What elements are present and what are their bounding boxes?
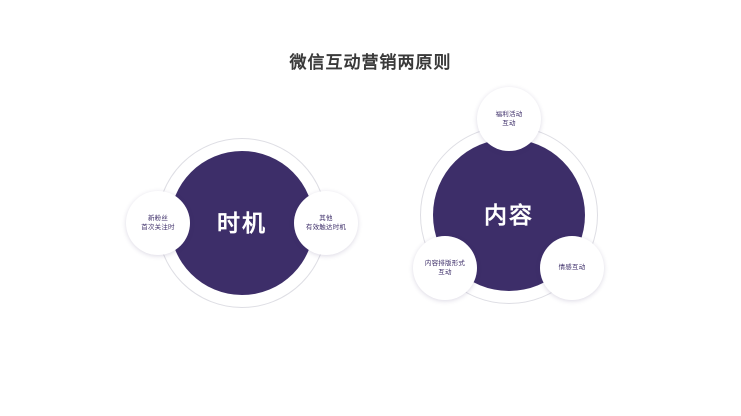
principle-group-content: 内容 福利活动 互动 内容排版形式 互动 情感互动 — [406, 87, 612, 318]
satellite-welfare-activity[interactable]: 福利活动 互动 — [477, 87, 541, 151]
satellite-other-reach[interactable]: 其他 有效触达时机 — [294, 191, 358, 255]
satellite-welfare-activity-line-2: 互动 — [502, 120, 516, 127]
satellite-welfare-activity-line-1: 福利活动 — [495, 110, 523, 118]
satellite-other-reach-line-1: 其他 — [319, 214, 333, 222]
satellite-emotional[interactable]: 情感互动 — [540, 236, 604, 300]
page-title: 微信互动营销两原则 — [289, 53, 452, 72]
satellite-layout-format-line-1: 内容排版形式 — [424, 259, 466, 267]
satellite-new-fans-line-1: 新粉丝 — [147, 214, 169, 222]
core-label-timing: 时机 — [217, 209, 267, 236]
satellite-emotional-line-1: 情感互动 — [558, 264, 586, 272]
satellite-other-reach-line-2: 有效触达时机 — [305, 224, 347, 231]
core-label-content: 内容 — [484, 201, 534, 228]
satellite-layout-format[interactable]: 内容排版形式 互动 — [413, 236, 477, 300]
core-circle-timing[interactable]: 时机 — [170, 151, 314, 295]
satellite-new-fans[interactable]: 新粉丝 首次关注时 — [126, 191, 190, 255]
satellite-new-fans-line-2: 首次关注时 — [141, 224, 175, 231]
principle-group-timing: 时机 新粉丝 首次关注时 其他 有效触达时机 — [126, 123, 358, 323]
satellite-layout-format-line-2: 互动 — [438, 269, 452, 276]
